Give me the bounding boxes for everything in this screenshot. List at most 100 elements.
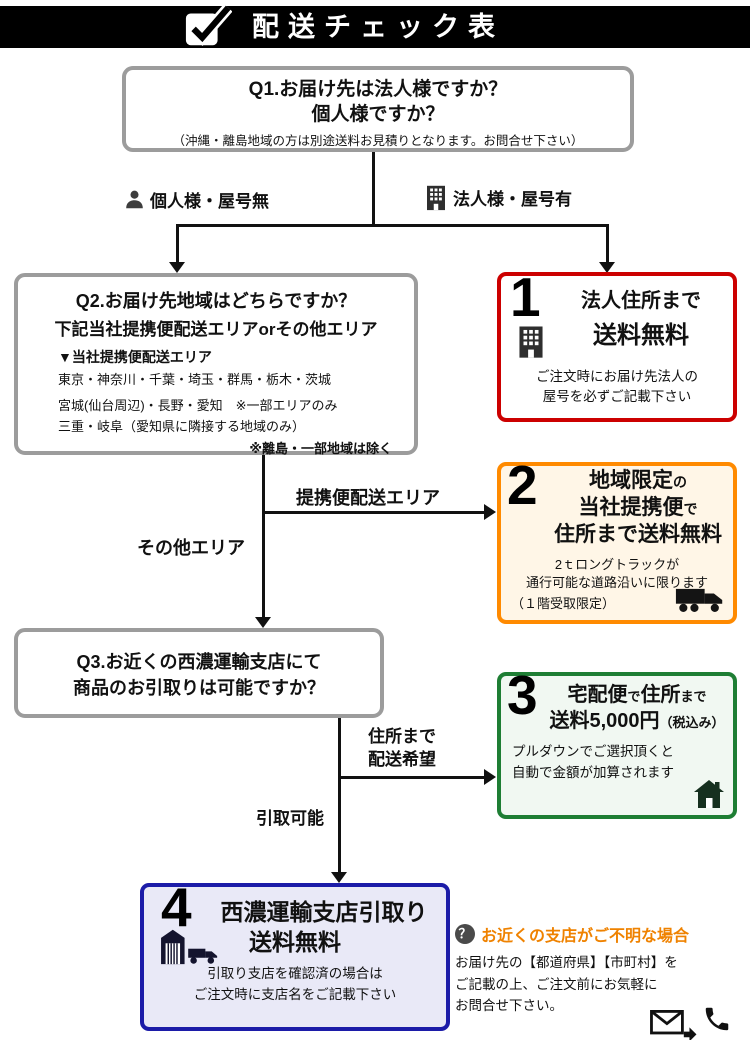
result-3-note-line1: プルダウンでご選択頂くと bbox=[512, 744, 674, 759]
contact-heading: お近くの支店がご不明な場合 bbox=[481, 928, 690, 945]
contact-body-line2: ご記載の上、ご注文前にお気軽に bbox=[455, 976, 658, 992]
q2-area-row3: 三重・岐阜（愛知県に隣接する地域のみ） bbox=[58, 419, 306, 434]
result-4-number: 4 bbox=[161, 876, 192, 938]
contact-body: お届け先の【都道府県】【市町村】を ご記載の上、ご注文前にお気軽に お問合せ下さ… bbox=[455, 952, 747, 1017]
result-2-title-part: 地域限定 bbox=[589, 469, 673, 492]
q3-text-line1: Q3.お近くの西濃運輸支店にて bbox=[76, 652, 322, 672]
branch-label-partner-area: 提携便配送エリア bbox=[296, 488, 440, 508]
q2-area-row2: 宮城(仙台周辺)・長野・愛知 ※一部エリアのみ bbox=[58, 398, 338, 413]
result-3-title-line2: 送料5,000円（税込み） bbox=[541, 708, 733, 734]
contact-body-line1: お届け先の【都道府県】【市町村】を bbox=[455, 955, 678, 970]
q2-area-row1: 東京・神奈川・千葉・埼玉・群馬・栃木・茨城 bbox=[58, 372, 332, 387]
q2-note: ※離島・一部地域は除く bbox=[249, 441, 392, 456]
result-3-title-line1: 宅配便で住所まで bbox=[541, 682, 733, 708]
person-icon bbox=[124, 189, 145, 210]
building-icon bbox=[516, 324, 546, 359]
result-3-note-line2: 自動で金額が加算されます bbox=[512, 764, 674, 780]
result-2-title-part: で bbox=[683, 500, 698, 517]
result-2-title-line3: 住所まで送料無料 bbox=[545, 522, 731, 549]
result-1-note: ご注文時にお届け先法人の 屋号を必ずご記載下さい bbox=[501, 367, 733, 408]
arrow-to-result2 bbox=[484, 504, 496, 520]
result-2-title-line2: 当社提携便で bbox=[545, 495, 731, 522]
result-3-box: 3 宅配便で住所まで 送料5,000円（税込み） プルダウンでご選択頂くと 自動… bbox=[497, 668, 737, 819]
result-3-title-part: 送料5,000円 bbox=[549, 710, 660, 733]
connector-q3-down bbox=[338, 718, 341, 874]
arrow-to-q2 bbox=[169, 262, 185, 273]
header-bar: 配送チェック表 bbox=[0, 3, 750, 48]
result-1-title-line2: 送料無料 bbox=[593, 322, 689, 349]
result-4-note-line1: 引取り支店を確認済の場合は bbox=[207, 966, 383, 981]
branch-label-other-area: その他エリア bbox=[137, 538, 245, 558]
question-3-box: Q3.お近くの西濃運輸支店にて 商品のお引取りは可能ですか？ bbox=[14, 628, 384, 718]
depot-truck-icon bbox=[160, 927, 220, 965]
arrow-to-result3 bbox=[484, 769, 496, 785]
result-4-title-line2: 送料無料 bbox=[249, 929, 341, 955]
truck-icon bbox=[675, 586, 725, 614]
result-1-note-line1: ご注文時にお届け先法人の bbox=[536, 369, 698, 384]
result-1-note-line2: 屋号を必ずご記載下さい bbox=[542, 389, 692, 405]
branch-to-address-line1: 住所まで bbox=[368, 727, 436, 746]
q1-text-line2: 個人様ですか？ bbox=[311, 104, 445, 126]
q2-area-list: ▼当社提携便配送エリア 東京・神奈川・千葉・埼玉・群馬・栃木・茨城 宮城(仙台周… bbox=[18, 347, 414, 435]
connector-to-q2 bbox=[176, 224, 179, 265]
result-4-title-line1: 西濃運輸支店引取り bbox=[220, 899, 428, 925]
result-2-note-line3: （１階受取限定） bbox=[511, 596, 616, 611]
result-2-title: 地域限定の 当社提携便で 住所まで送料無料 bbox=[545, 468, 731, 549]
q2-text-line1: Q2.お届け先地域はどちらですか？ bbox=[75, 291, 357, 311]
arrow-to-result1 bbox=[599, 262, 615, 273]
q1-note: （沖縄・離島地域の方は別途送料お見積りとなります。お問合せ下さい） bbox=[172, 134, 584, 149]
result-1-box: 1 法人住所まで 送料無料 ご注文時にお届け先法人の 屋号を必ずご記載下さい bbox=[497, 266, 737, 422]
q1-text-line1: Q1.お届け先は法人様ですか？ bbox=[248, 79, 508, 100]
result-3-title: 宅配便で住所まで 送料5,000円（税込み） bbox=[541, 682, 733, 735]
question-mark-icon: ？ bbox=[455, 924, 475, 944]
phone-icon bbox=[702, 1004, 732, 1034]
arrow-to-result4 bbox=[331, 872, 347, 883]
result-4-note: 引取り支店を確認済の場合は ご注文時に支店名をご記載下さい bbox=[144, 964, 446, 1006]
result-2-title-part: の bbox=[673, 474, 687, 490]
connector-q2-down bbox=[262, 455, 265, 620]
question-1-box: Q1.お届け先は法人様ですか？ 個人様ですか？ （沖縄・離島地域の方は別途送料お… bbox=[122, 66, 634, 152]
connector-to-result1 bbox=[606, 224, 609, 265]
q2-text-line2: 下記当社提携便配送エリアorその他エリア bbox=[54, 320, 378, 339]
branch-label-pickup-ok: 引取可能 bbox=[256, 809, 324, 828]
branch-to-address-line2: 配送希望 bbox=[368, 749, 436, 769]
result-3-title-part: 住所 bbox=[640, 684, 681, 706]
result-2-title-part: 当社提携便 bbox=[578, 495, 684, 519]
mail-icon bbox=[650, 1010, 697, 1040]
question-2-box: Q2.お届け先地域はどちらですか？ 下記当社提携便配送エリアorその他エリア ▼… bbox=[14, 273, 418, 456]
result-1-number: 1 bbox=[510, 266, 541, 328]
result-3-number: 3 bbox=[507, 664, 538, 726]
result-2-note-line1: 2ｔロングトラックが bbox=[554, 557, 680, 572]
connector-to-result2 bbox=[262, 511, 485, 514]
branch-personal-text: 個人様・屋号無 bbox=[150, 192, 269, 211]
page-title: 配送チェック表 bbox=[252, 12, 504, 42]
connector-branch-horizontal bbox=[176, 224, 609, 227]
contact-info: ？ お近くの支店がご不明な場合 お届け先の【都道府県】【市町村】を ご記載の上、… bbox=[455, 922, 747, 1017]
q3-text-line2: 商品のお引取りは可能ですか？ bbox=[73, 678, 325, 699]
arrow-to-q3 bbox=[255, 617, 271, 628]
branch-label-to-address: 住所まで 配送希望 bbox=[368, 726, 436, 772]
contact-heading-row: ？ お近くの支店がご不明な場合 bbox=[455, 922, 747, 946]
connector-to-result3 bbox=[338, 776, 484, 779]
result-3-title-part: 宅配便 bbox=[567, 684, 628, 706]
checkbox-check-icon bbox=[184, 2, 232, 50]
contact-body-line3: お問合せ下さい。 bbox=[455, 998, 563, 1014]
result-2-note-line2: 通行可能な道路沿いに限ります bbox=[525, 575, 708, 591]
result-3-note: プルダウンでご選択頂くと 自動で金額が加算されます bbox=[512, 742, 674, 784]
branch-label-corporate: 法人様・屋号有 bbox=[424, 184, 572, 211]
result-2-title-part: 住所まで送料無料 bbox=[554, 522, 722, 546]
result-4-note-line2: ご注文時に支店名をご記載下さい bbox=[193, 986, 397, 1002]
branch-label-personal: 個人様・屋号無 bbox=[124, 187, 269, 212]
branch-corporate-text: 法人様・屋号有 bbox=[453, 190, 572, 209]
result-2-box: 2 地域限定の 当社提携便で 住所まで送料無料 2ｔロングトラックが 通行可能な… bbox=[497, 458, 737, 624]
result-2-note: 2ｔロングトラックが 通行可能な道路沿いに限ります bbox=[501, 556, 733, 593]
result-2-number: 2 bbox=[507, 454, 538, 516]
result-4-box: 4 西濃運輸支店引取り 送料無料 引取り支店を確認済の場合は ご注文時に支店名を… bbox=[140, 876, 450, 1031]
house-icon bbox=[693, 779, 725, 809]
building-icon bbox=[424, 184, 448, 211]
result-1-title: 法人住所まで 送料無料 bbox=[553, 284, 729, 350]
result-2-title-line1: 地域限定の bbox=[545, 468, 731, 495]
result-3-title-part: まで bbox=[680, 689, 707, 704]
result-1-title-line1: 法人住所まで bbox=[581, 290, 701, 312]
